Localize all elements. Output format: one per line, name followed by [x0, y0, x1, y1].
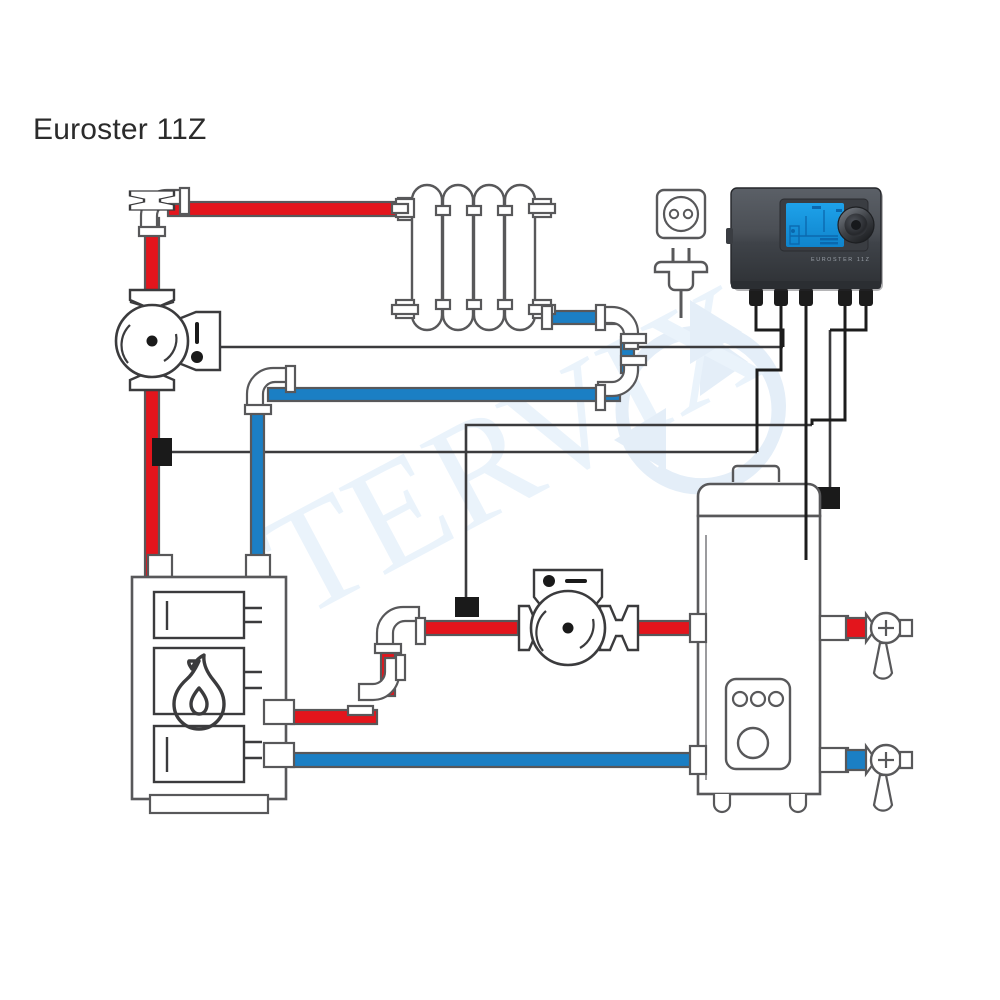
elbow-cold-upper-right [594, 303, 648, 351]
pipe-cold-tank-return [289, 751, 697, 769]
elbow-hot-boiler-1 [346, 653, 407, 717]
water-tank [688, 464, 914, 814]
pump-upper [114, 190, 222, 392]
controller[interactable]: EUROSTER 11Z [726, 187, 883, 291]
radiator [390, 183, 557, 332]
sensor-tank [818, 487, 840, 509]
pipe-hot-left-riser [143, 216, 161, 587]
sensor-return-pipe [152, 438, 172, 466]
boiler [130, 553, 296, 815]
hot-water-tap [818, 610, 914, 680]
power-plug [653, 248, 709, 318]
boiler-door-top [152, 590, 246, 640]
pump-lower [517, 568, 640, 667]
controller-cables [749, 288, 873, 560]
wiring [168, 330, 832, 605]
sensors [152, 438, 840, 617]
sensor-boiler-flow [455, 597, 479, 617]
boiler-door-bottom [152, 724, 246, 784]
elbow-hot-boiler-2 [373, 605, 427, 655]
elbow-cold-lower-right [594, 354, 648, 412]
controller-brand: EUROSTER 11Z [802, 255, 871, 263]
elbow-cold-left [243, 364, 297, 416]
wire-sensor-boiler [464, 423, 812, 605]
flame-icon [172, 653, 226, 731]
controller-brand-label: EUROSTER 11Z [811, 257, 871, 263]
tank-knob [736, 726, 770, 760]
power-socket [655, 188, 707, 240]
page-title: Euroster 11Z [33, 113, 207, 146]
cold-water-tap [818, 742, 914, 812]
pipe-hot-top [166, 200, 402, 218]
tank-indicator-lights [731, 690, 785, 708]
